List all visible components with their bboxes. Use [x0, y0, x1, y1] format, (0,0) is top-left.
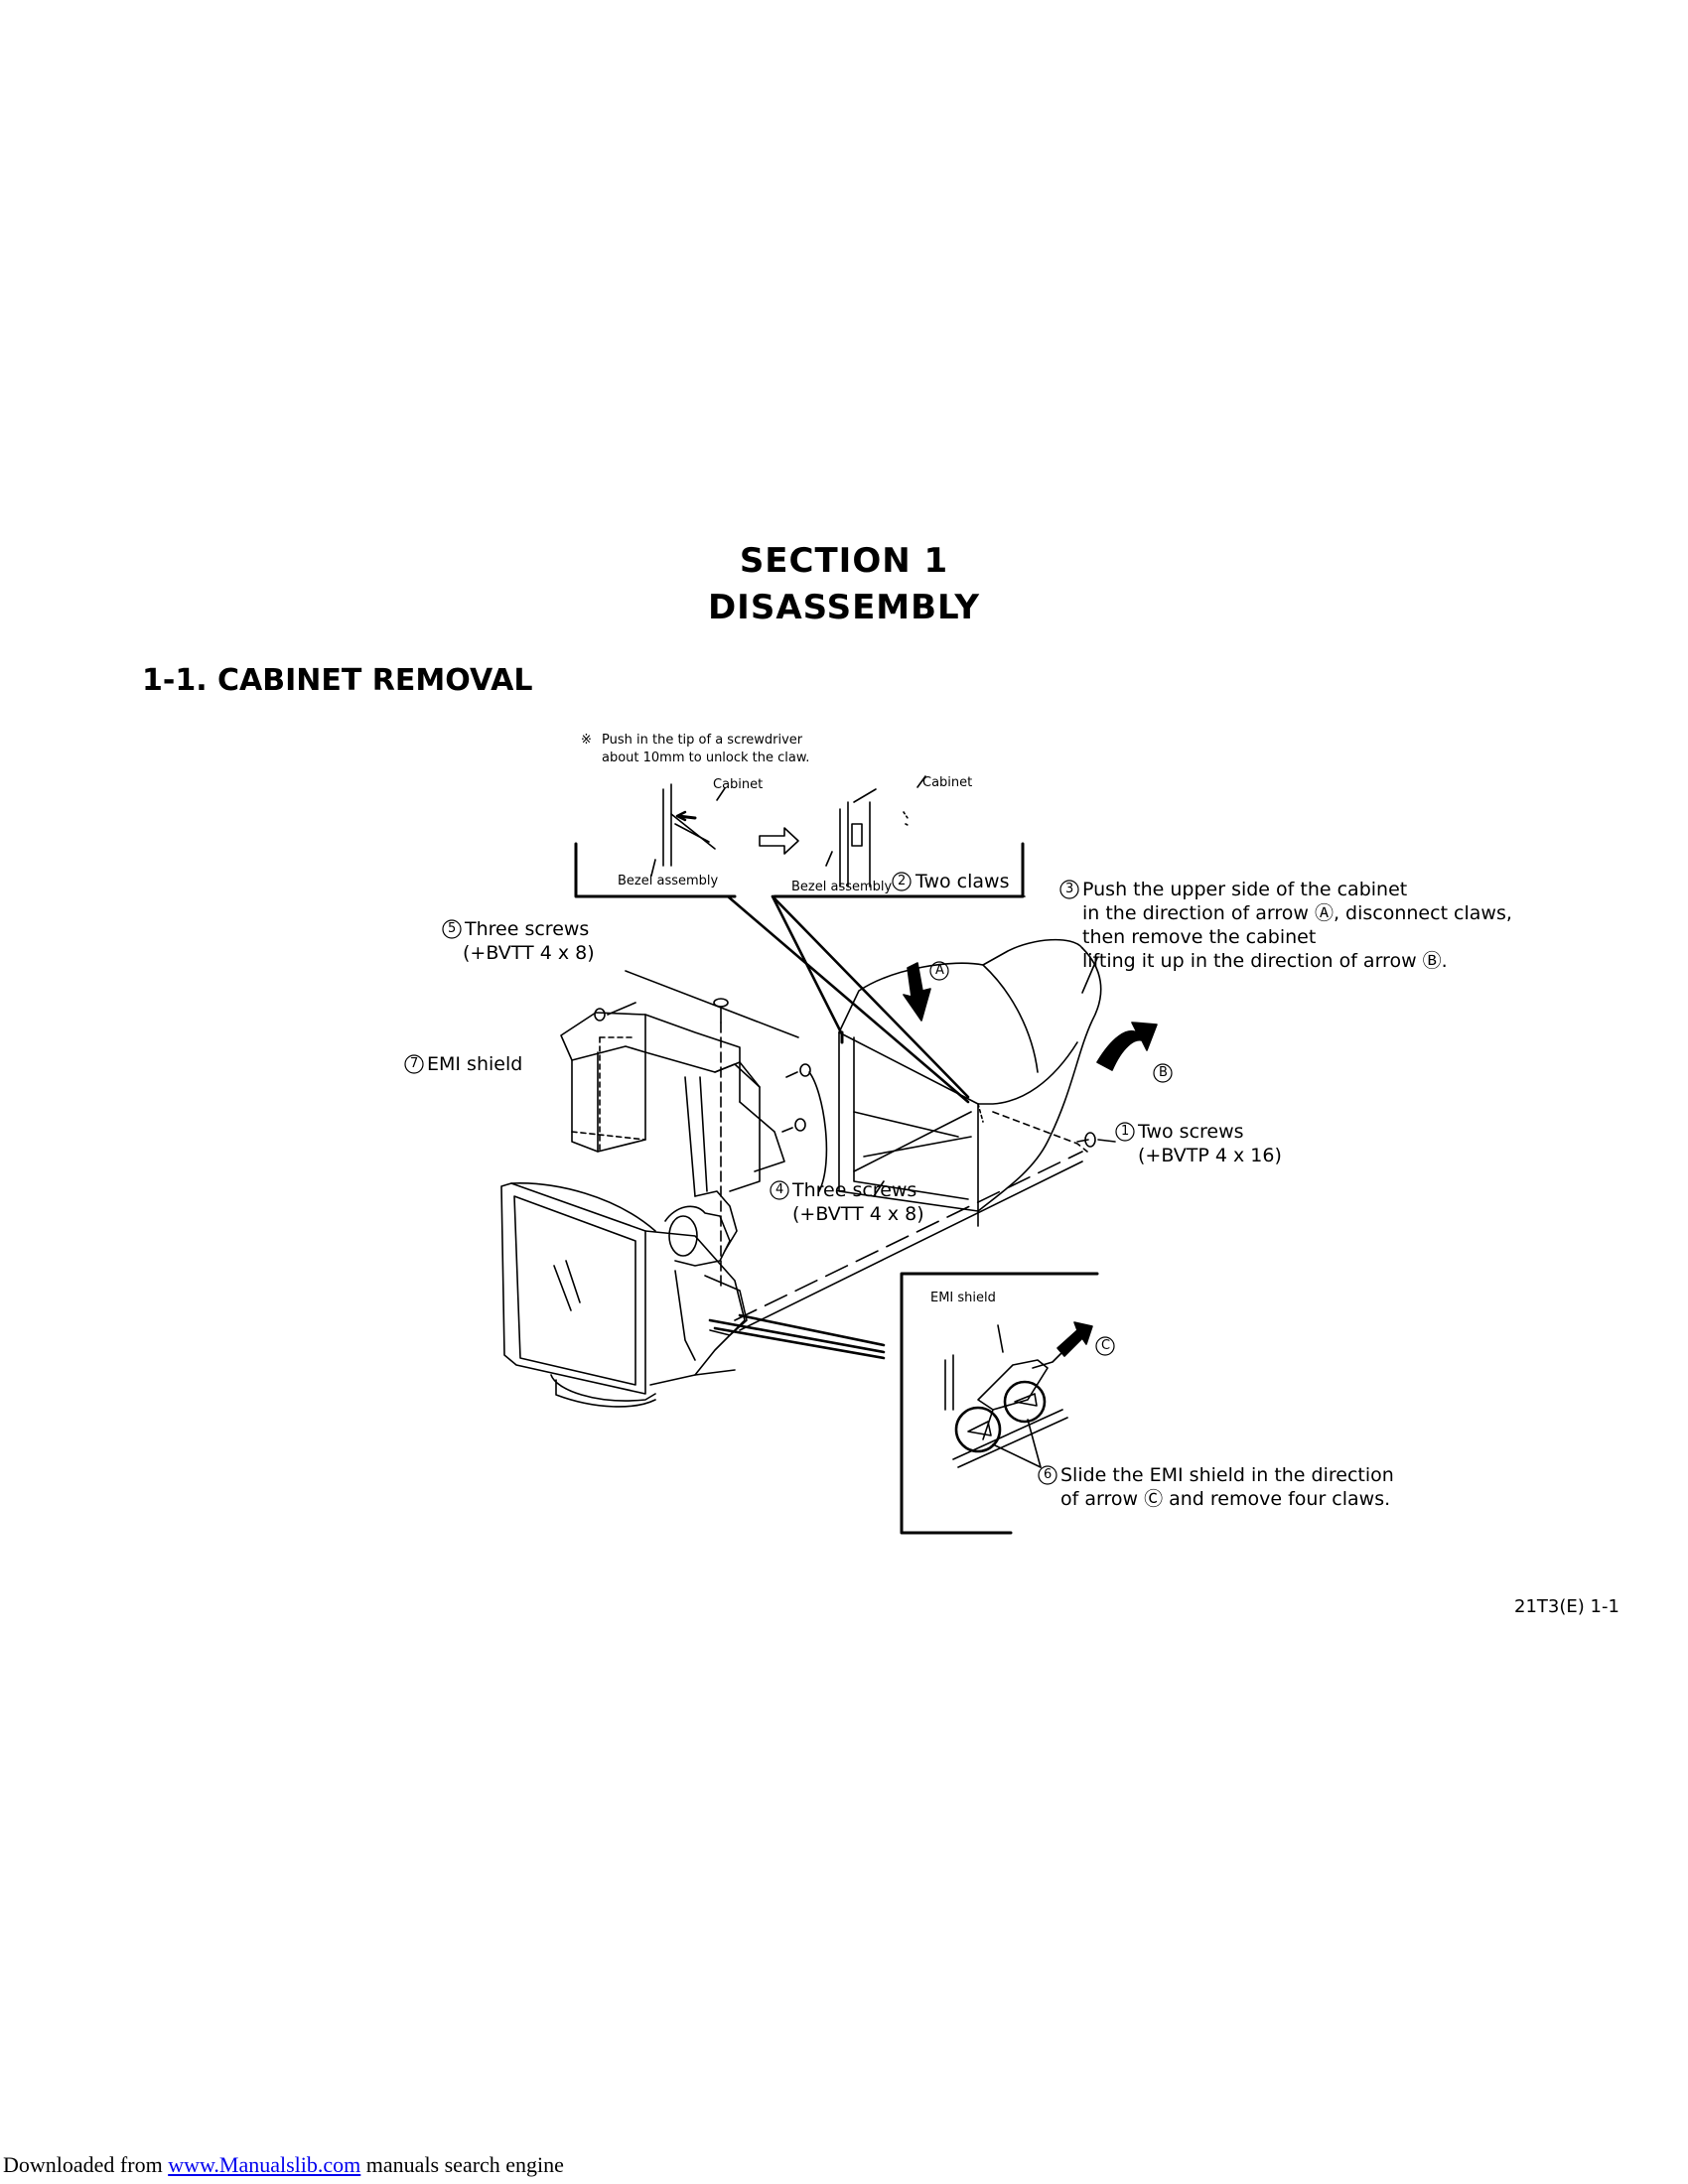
step-2-number: 2	[898, 874, 907, 888]
step-4-line-1: Three screws	[792, 1179, 917, 1201]
claw-detail-right	[825, 775, 926, 887]
screw-icon	[781, 1118, 806, 1133]
emi-shield-assembly	[560, 1012, 785, 1197]
step-3-number: 3	[1065, 882, 1074, 896]
step-7-number: 7	[410, 1056, 419, 1071]
step-4-number: 4	[775, 1182, 784, 1197]
step-1-line-2: (+BVTP 4 x 16)	[1138, 1145, 1282, 1166]
cabinet-label-right: Cabinet	[922, 775, 973, 790]
step-3-line-1: Push the upper side of the cabinet	[1082, 879, 1408, 900]
step-5-line-1: Three screws	[465, 918, 590, 940]
step-4-line-2: (+BVTT 4 x 8)	[792, 1203, 924, 1225]
manualslib-link[interactable]: www.Manualslib.com	[168, 2152, 361, 2177]
arrow-b-label: B	[1159, 1065, 1168, 1080]
section-heading: SECTION 1	[739, 541, 949, 581]
subsection-heading: 1-1. CABINET REMOVAL	[142, 663, 533, 698]
step-5-number: 5	[448, 921, 457, 936]
step-5-line-2: (+BVTT 4 x 8)	[463, 942, 595, 964]
emi-shield-detail	[944, 1324, 1068, 1468]
step-6-number: 6	[1044, 1467, 1053, 1482]
screw-icon	[713, 998, 729, 1024]
arrow-a-icon	[903, 962, 931, 1022]
footer-prefix: Downloaded from	[3, 2152, 169, 2177]
emi-detail-bracket	[900, 1272, 1099, 1535]
hollow-arrow-icon	[759, 827, 799, 855]
step-6-line-2: of arrow Ⓒ and remove four claws.	[1060, 1488, 1391, 1510]
step-1-number: 1	[1121, 1124, 1130, 1139]
emi-shield-detail-label: EMI shield	[930, 1291, 996, 1305]
step-3-line-4: lifting it up in the direction of arrow …	[1082, 950, 1448, 972]
claw-detail-left	[650, 783, 726, 877]
footer: Downloaded from www.Manualslib.com manua…	[3, 2152, 564, 2178]
detail-leader-lines	[708, 1313, 886, 1360]
screw-icon	[785, 1063, 811, 1078]
note-line-2: about 10mm to unlock the claw.	[602, 751, 810, 765]
bezel-label-left: Bezel assembly	[618, 874, 719, 888]
arrow-b-icon	[1096, 1022, 1158, 1071]
step-2-label: Two claws	[915, 871, 1010, 892]
step-6-line-1: Slide the EMI shield in the direction	[1060, 1464, 1394, 1486]
screw-icon	[1076, 1132, 1096, 1148]
cabinet-label-left: Cabinet	[713, 777, 764, 792]
cabinet-shell	[838, 938, 1102, 1227]
tv-chassis	[500, 1151, 1083, 1408]
step-7-label: EMI shield	[427, 1053, 523, 1075]
step-1-line-1: Two screws	[1138, 1121, 1244, 1143]
step-3-line-3: then remove the cabinet	[1082, 926, 1317, 948]
screw-icon	[594, 1002, 636, 1022]
page-number: 21T3(E) 1-1	[1514, 1596, 1619, 1617]
claw-detail-bracket	[574, 842, 1026, 898]
bezel-label-right: Bezel assembly	[791, 880, 893, 894]
detail-leader-lines	[726, 894, 970, 1104]
arrow-c-label: C	[1101, 1338, 1111, 1353]
step-3-line-2: in the direction of arrow Ⓐ, disconnect …	[1082, 902, 1512, 924]
note-mark: ※	[581, 733, 592, 748]
arrow-a-label: A	[935, 963, 944, 978]
arrow-c-icon	[1056, 1321, 1093, 1357]
footer-suffix: manuals search engine	[360, 2152, 564, 2177]
note-line-1: Push in the tip of a screwdriver	[602, 733, 803, 748]
page-title: DISASSEMBLY	[707, 588, 981, 627]
